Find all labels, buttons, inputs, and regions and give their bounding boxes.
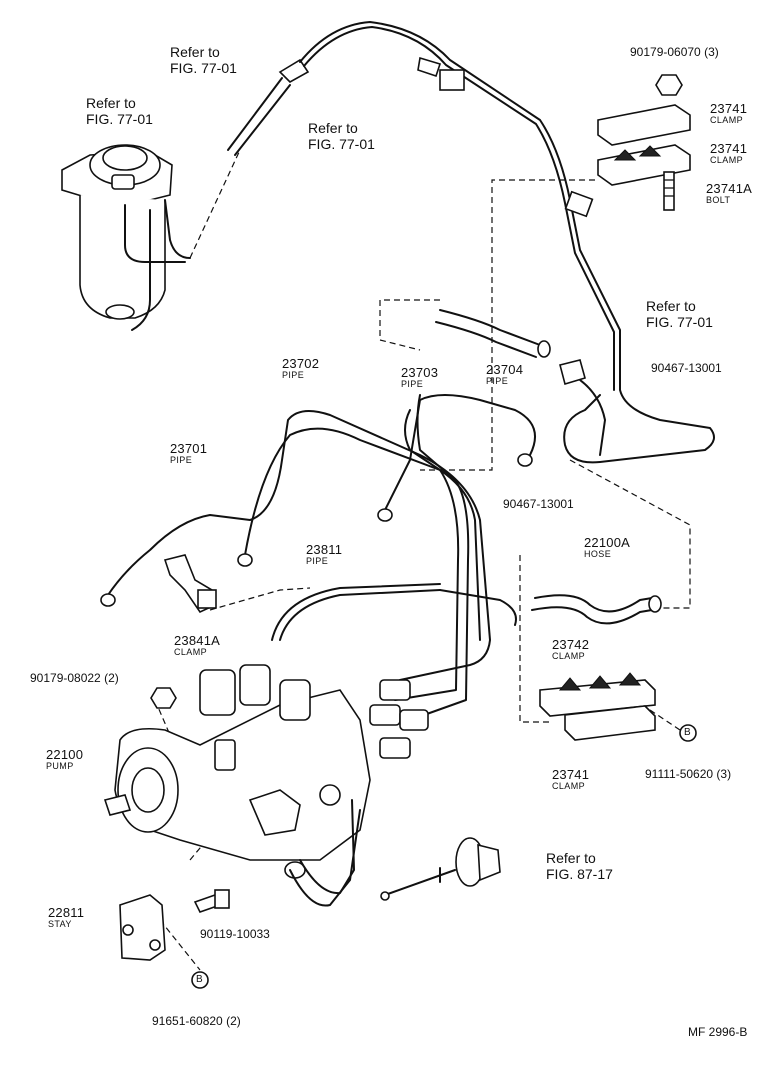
part-desc: PIPE bbox=[282, 370, 305, 380]
marker-b-right: B bbox=[684, 727, 691, 738]
part-number: 23841A bbox=[174, 633, 221, 648]
part-23841A-clamp: 23841A CLAMP bbox=[174, 634, 220, 657]
part-number: 23741A bbox=[706, 181, 753, 196]
part-number: 23741 bbox=[552, 767, 590, 782]
part-desc: CLAMP bbox=[552, 781, 586, 791]
hose-22100A-drawing bbox=[531, 594, 662, 625]
part-number: 23741 bbox=[710, 141, 748, 156]
part-22100A-hose: 22100A HOSE bbox=[584, 536, 630, 559]
part-desc: CLAMP bbox=[710, 155, 744, 165]
injection-pipes-drawing bbox=[100, 394, 536, 721]
clamps-top-right-drawing bbox=[597, 74, 691, 211]
part-desc: CLAMP bbox=[552, 651, 586, 661]
part-90119-10033: 90119-10033 bbox=[200, 927, 270, 941]
part-23704-pipe: 23704 PIPE bbox=[486, 363, 523, 386]
part-number: 23704 bbox=[486, 362, 524, 377]
part-desc: PIPE bbox=[401, 379, 424, 389]
part-number: 23811 bbox=[306, 542, 343, 557]
refer-fig-77-01-right: Refer to FIG. 77-01 bbox=[646, 298, 713, 330]
marker-b-bottom: B bbox=[196, 974, 203, 985]
clamps-lower-right-drawing bbox=[539, 672, 697, 742]
upper-fuel-line-drawing bbox=[227, 21, 715, 464]
bracket-23841A-drawing bbox=[163, 554, 217, 614]
part-desc: CLAMP bbox=[174, 647, 208, 657]
refer-fig-77-01-filter: Refer to FIG. 77-01 bbox=[86, 95, 153, 127]
part-23703-pipe: 23703 PIPE bbox=[401, 366, 438, 389]
part-23702-pipe: 23702 PIPE bbox=[282, 357, 319, 380]
part-number: 23702 bbox=[282, 356, 320, 371]
part-22100-pump: 22100 PUMP bbox=[46, 748, 83, 771]
injection-pump-drawing bbox=[103, 664, 429, 907]
refer-fig-77-01-top: Refer to FIG. 77-01 bbox=[170, 44, 237, 76]
part-number: 23701 bbox=[170, 441, 208, 456]
part-23741A-bolt: 23741A BOLT bbox=[706, 182, 752, 205]
part-desc: PUMP bbox=[46, 761, 74, 771]
part-desc: CLAMP bbox=[710, 115, 744, 125]
hose-middle-drawing bbox=[435, 309, 606, 456]
part-desc: STAY bbox=[48, 919, 72, 929]
part-number: 23742 bbox=[552, 637, 590, 652]
part-desc: PIPE bbox=[486, 376, 509, 386]
part-23741-clamp-a: 23741 CLAMP bbox=[710, 102, 747, 125]
part-23741-clamp-c: 23741 CLAMP bbox=[552, 768, 589, 791]
part-desc: BOLT bbox=[706, 195, 731, 205]
part-number: 23741 bbox=[710, 101, 748, 116]
part-23742-clamp: 23742 CLAMP bbox=[552, 638, 589, 661]
part-91651-60820: 91651-60820 (2) bbox=[152, 1014, 241, 1028]
part-90467-13001-a: 90467-13001 bbox=[651, 361, 722, 375]
refer-fig-77-01-hose: Refer to FIG. 77-01 bbox=[308, 120, 375, 152]
actuator-drawing bbox=[380, 837, 501, 901]
part-number: 22100 bbox=[46, 747, 84, 762]
part-number: 22811 bbox=[48, 905, 85, 920]
part-desc: PIPE bbox=[170, 455, 193, 465]
refer-fig-87-17: Refer to FIG. 87-17 bbox=[546, 850, 613, 882]
part-23811-pipe: 23811 PIPE bbox=[306, 543, 342, 566]
part-90467-13001-b: 90467-13001 bbox=[503, 497, 574, 511]
part-desc: PIPE bbox=[306, 556, 329, 566]
part-90179-06070: 90179-06070 (3) bbox=[630, 45, 719, 59]
part-22811-stay: 22811 STAY bbox=[48, 906, 84, 929]
part-90179-08022: 90179-08022 (2) bbox=[30, 671, 119, 685]
part-desc: HOSE bbox=[584, 549, 612, 559]
fuel-filter-drawing bbox=[61, 144, 241, 331]
part-23701-pipe: 23701 PIPE bbox=[170, 442, 207, 465]
stay-22811-drawing bbox=[119, 889, 230, 989]
part-23741-clamp-b: 23741 CLAMP bbox=[710, 142, 747, 165]
part-91111-50620: 91111-50620 (3) bbox=[645, 767, 732, 781]
diagram-code: MF 2996-B bbox=[688, 1025, 748, 1039]
part-number: 23703 bbox=[401, 365, 439, 380]
part-number: 22100A bbox=[584, 535, 631, 550]
